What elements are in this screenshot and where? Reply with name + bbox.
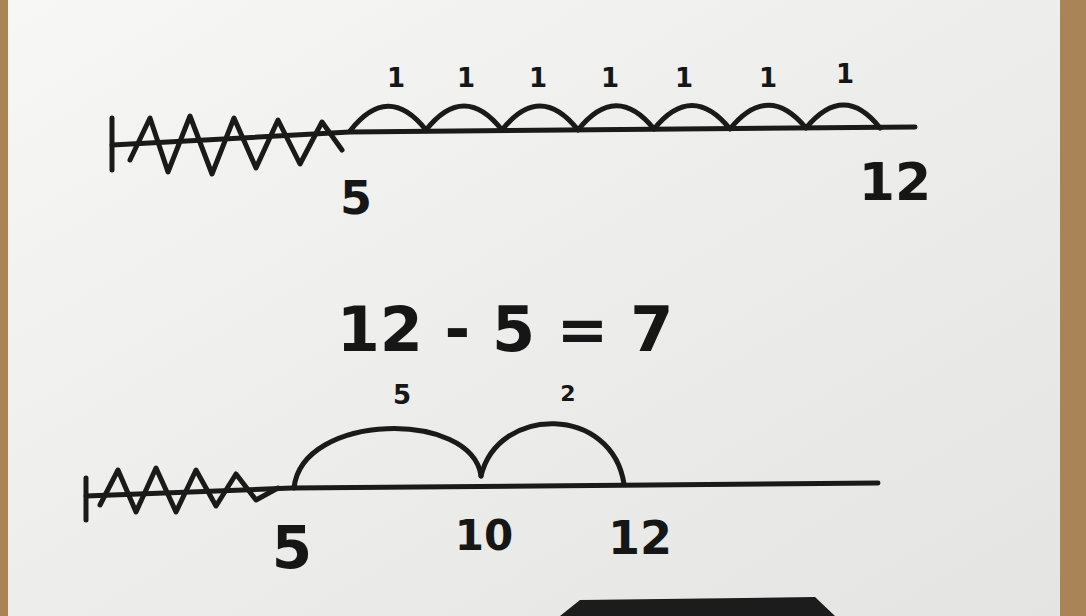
number-mark: 10 [455,515,513,557]
hop-arc [481,424,624,484]
number-mark: 12 [859,156,931,208]
number-mark: 5 [272,519,312,577]
number-mark: 12 [608,515,672,561]
zigzag-break [130,116,342,174]
hop-count: 1 [529,65,547,91]
hop-arc [294,429,481,488]
hop-count: 1 [759,65,777,91]
hop-count: 1 [387,65,405,91]
hop-count: 1 [457,65,475,91]
number-line [112,127,915,145]
hop-count: 1 [675,65,693,91]
subtraction-equation: 12 - 5 = 7 [337,299,674,361]
hop-count: 1 [836,61,854,87]
zigzag-break [100,468,278,512]
jump-size: 5 [393,382,411,408]
board-shadow [560,597,835,616]
number-mark: 5 [340,175,372,221]
hop-arcs [350,105,880,131]
whiteboard [8,0,1060,616]
line-end-bar [84,478,89,520]
jump-size: 2 [560,383,575,405]
hop-count: 1 [601,65,619,91]
